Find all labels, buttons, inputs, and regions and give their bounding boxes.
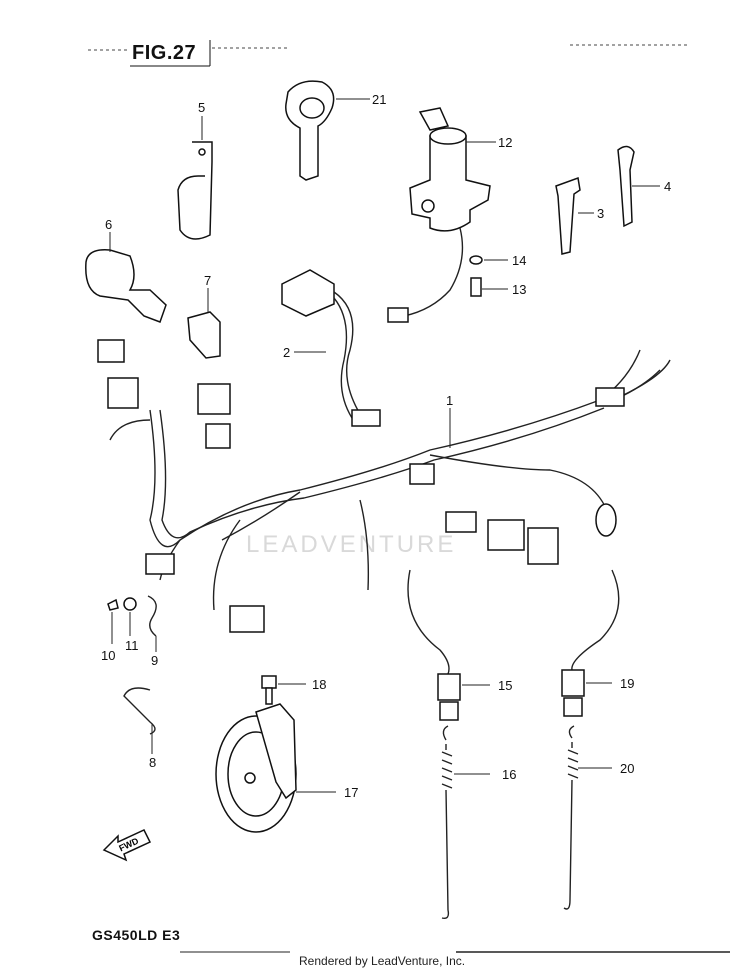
callout-9: 9 bbox=[151, 653, 158, 668]
part-rear-stop-spring bbox=[563, 725, 612, 910]
part-horn bbox=[215, 703, 336, 833]
part-rear-stop-switch bbox=[561, 569, 620, 717]
part-washer-screw bbox=[469, 255, 508, 297]
part-front-stop-switch bbox=[407, 569, 490, 721]
header-rules bbox=[88, 40, 690, 67]
part-bolt-washer-spring bbox=[107, 595, 157, 652]
model-code: GS450LD E3 bbox=[92, 927, 181, 943]
callout-11: 11 bbox=[125, 638, 139, 653]
callout-10: 10 bbox=[101, 648, 115, 663]
part-front-stop-spring bbox=[441, 725, 490, 920]
part-main-harness bbox=[97, 339, 671, 633]
callout-18: 18 bbox=[312, 677, 326, 692]
callout-5: 5 bbox=[198, 100, 205, 115]
part-sub-harness bbox=[281, 269, 381, 427]
callout-8: 8 bbox=[149, 755, 156, 770]
fwd-arrow-icon: FWD bbox=[102, 829, 152, 862]
callout-19: 19 bbox=[620, 676, 634, 691]
callout-1: 1 bbox=[446, 393, 453, 408]
callout-3: 3 bbox=[597, 206, 604, 221]
callout-labels: 1 2 3 4 5 6 7 8 9 10 11 12 13 14 15 16 1… bbox=[101, 92, 671, 800]
part-key bbox=[285, 80, 370, 181]
part-cable-clamp bbox=[85, 232, 167, 323]
callout-21: 21 bbox=[372, 92, 386, 107]
callout-12: 12 bbox=[498, 135, 512, 150]
part-spring-clip bbox=[123, 687, 156, 754]
callout-4: 4 bbox=[664, 179, 671, 194]
callout-6: 6 bbox=[105, 217, 112, 232]
watermark: LEADVENTURE bbox=[246, 531, 457, 558]
figure-title: FIG.27 bbox=[132, 42, 197, 64]
callout-16: 16 bbox=[502, 767, 516, 782]
callout-20: 20 bbox=[620, 761, 634, 776]
part-ignition-switch bbox=[387, 107, 496, 323]
part-clip bbox=[187, 288, 221, 359]
part-clamp bbox=[177, 116, 213, 240]
callout-17: 17 bbox=[344, 785, 358, 800]
part-band-and-clamp bbox=[555, 145, 660, 255]
callout-14: 14 bbox=[512, 253, 526, 268]
callout-7: 7 bbox=[204, 273, 211, 288]
render-credit: Rendered by LeadVenture, Inc. bbox=[299, 954, 466, 968]
callout-13: 13 bbox=[512, 282, 526, 297]
callout-15: 15 bbox=[498, 678, 512, 693]
callout-2: 2 bbox=[283, 345, 290, 360]
part-horn-bolt bbox=[261, 675, 306, 705]
